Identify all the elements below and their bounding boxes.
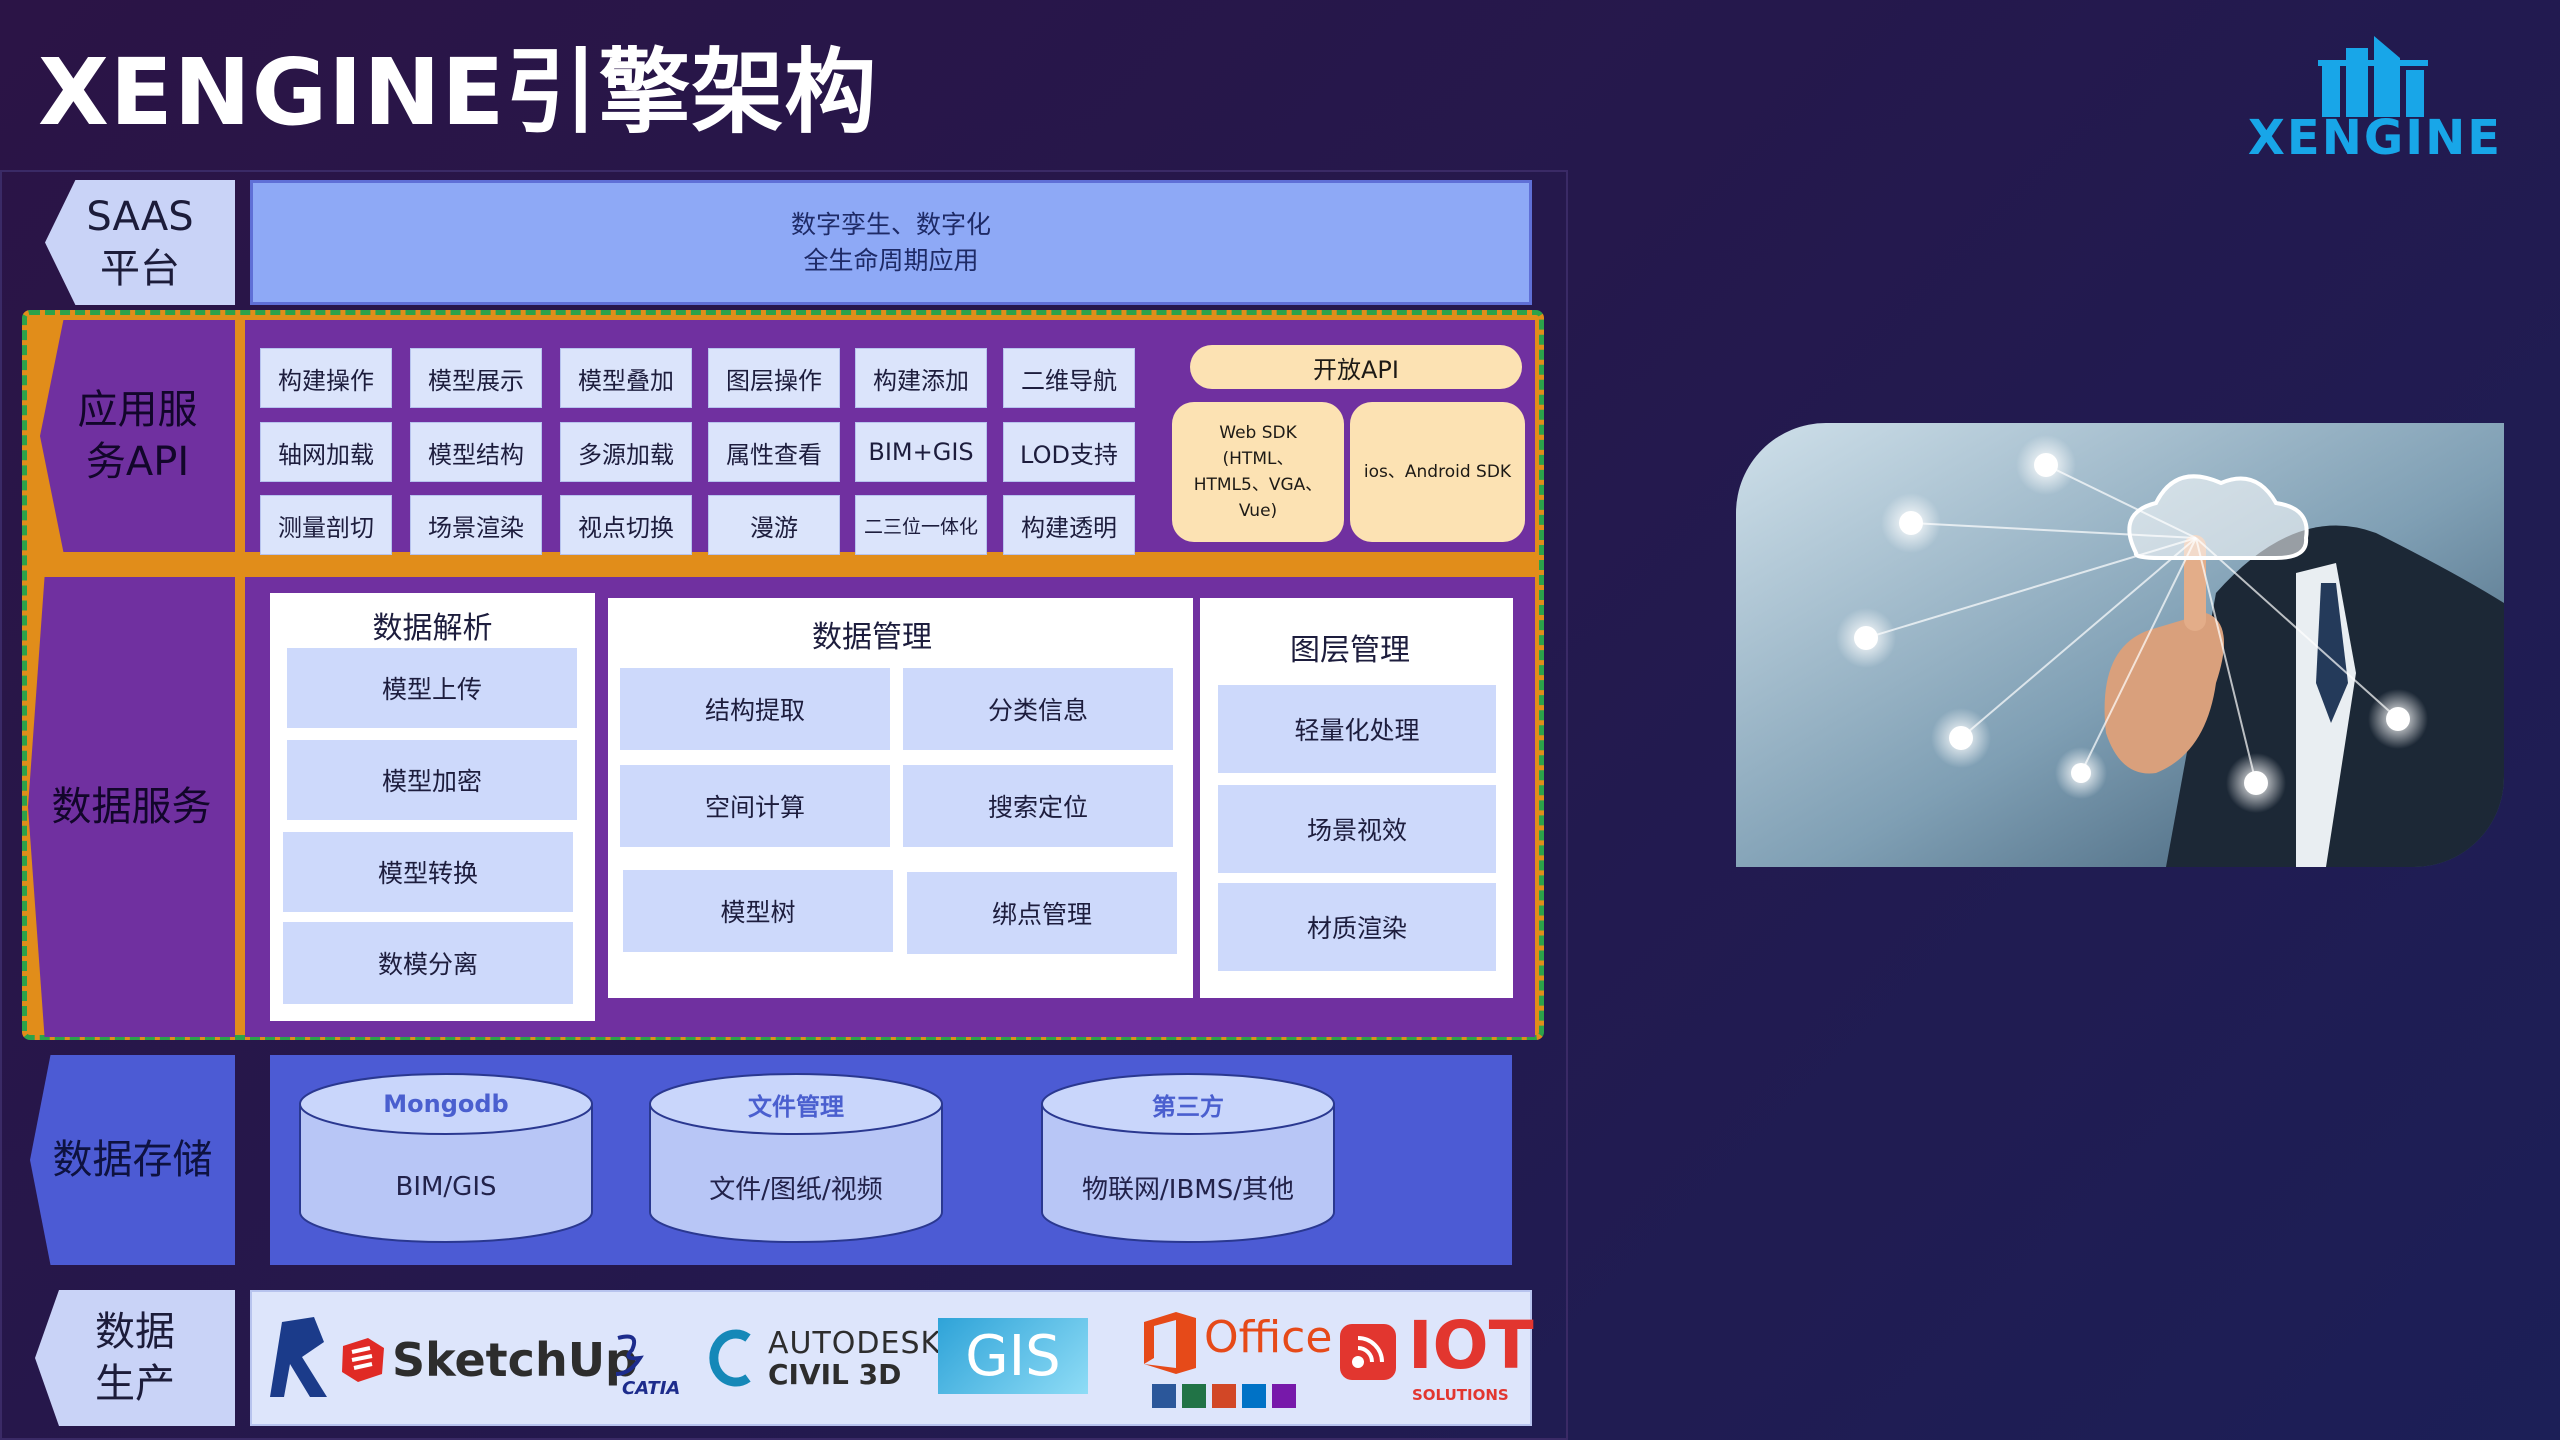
- database-body-label: 物联网/IBMS/其他: [1082, 1174, 1294, 1205]
- civil3d-wordmark: CIVIL 3D: [768, 1358, 902, 1391]
- api-op-button: 场景渲染: [410, 495, 542, 555]
- api-op-button: 二三位一体化: [855, 495, 987, 555]
- service-layer-label: 数据服务: [28, 577, 235, 1037]
- database-cylinder: 第三方 物联网/IBMS/其他: [1040, 1072, 1336, 1247]
- storage-layer-label: 数据存储: [30, 1055, 235, 1265]
- autodesk-wordmark: AUTODESK: [768, 1326, 942, 1361]
- database-cylinder: 文件管理 文件/图纸/视频: [648, 1072, 944, 1247]
- outlook-icon: [1242, 1384, 1266, 1408]
- production-layer-label: 数据 生产: [35, 1290, 235, 1426]
- iot-subtitle: SOLUTIONS: [1412, 1386, 1509, 1404]
- revit-logo-icon: [270, 1317, 327, 1397]
- saas-layer-label: SAAS 平台: [45, 180, 235, 305]
- web-sdk-line: Vue): [1238, 501, 1278, 521]
- cloud-touch-photo: [1736, 423, 2504, 867]
- office-logo-icon: [1144, 1312, 1196, 1374]
- gis-wordmark: GIS: [965, 1323, 1061, 1389]
- civil3d-logo-icon: [709, 1329, 751, 1387]
- api-op-button: 模型结构: [410, 422, 542, 482]
- database-top-label: 第三方: [1152, 1092, 1224, 1121]
- architecture-frame: [0, 170, 1568, 1440]
- layer-manage-item: 轻量化处理: [1218, 685, 1496, 773]
- sketchup-wordmark: SketchUp: [392, 1333, 638, 1387]
- api-label-line: 应用服: [77, 387, 198, 433]
- onenote-icon: [1272, 1384, 1296, 1408]
- database-body-label: 文件/图纸/视频: [709, 1174, 883, 1205]
- cloud-network-illustration: [1736, 423, 2504, 867]
- saas-label-line: 平台: [100, 245, 180, 292]
- layer-manage-item: 材质渲染: [1218, 883, 1496, 971]
- web-sdk-box: Web SDK (HTML、 HTML5、VGA、 Vue): [1172, 402, 1344, 542]
- gis-logo: GIS: [938, 1318, 1088, 1394]
- sketchup-logo-icon: [342, 1338, 384, 1382]
- layer-manage-title: 图层管理: [1290, 633, 1410, 668]
- saas-platform-box: 数字孪生、数字化 全生命周期应用: [250, 180, 1532, 305]
- api-layer-label: 应用服 务API: [40, 320, 235, 552]
- api-op-button: 轴网加载: [260, 422, 392, 482]
- production-band: [250, 1290, 1532, 1426]
- layer-manage-item: 场景视效: [1218, 785, 1496, 873]
- data-parse-title: 数据解析: [372, 611, 493, 646]
- web-sdk-line: Web SDK: [1219, 423, 1297, 443]
- database-icon: [1041, 1073, 1335, 1243]
- api-op-button: 模型展示: [410, 348, 542, 408]
- office-wordmark: Office: [1204, 1312, 1333, 1363]
- saas-label-line: SAAS: [86, 193, 194, 240]
- iot-wordmark: IOT: [1408, 1307, 1534, 1384]
- database-top-label: 文件管理: [748, 1092, 844, 1121]
- api-op-button: 测量剖切: [260, 495, 392, 555]
- data-manage-item: 模型树: [623, 870, 893, 952]
- catia-wordmark: CATIA: [622, 1378, 681, 1399]
- production-label-line: 数据: [95, 1309, 175, 1355]
- database-icon: [649, 1073, 943, 1243]
- data-manage-item: 空间计算: [620, 765, 890, 847]
- api-op-button: 多源加载: [560, 422, 692, 482]
- web-sdk-line: (HTML、: [1222, 449, 1294, 469]
- office-app-icons: [1152, 1384, 1312, 1410]
- api-op-button: LOD支持: [1003, 422, 1135, 482]
- api-op-button: 构建添加: [855, 348, 987, 408]
- saas-line: 数字孪生、数字化: [790, 209, 991, 239]
- api-op-button: 漫游: [708, 495, 840, 555]
- saas-line: 全生命周期应用: [803, 245, 979, 275]
- page-title: XENGINE引擎架构: [38, 39, 878, 146]
- production-label-line: 生产: [95, 1361, 175, 1407]
- api-op-button: 属性查看: [708, 422, 840, 482]
- api-op-button: 二维导航: [1003, 348, 1135, 408]
- data-parse-item: 模型加密: [287, 740, 577, 820]
- data-manage-item: 搜索定位: [903, 765, 1173, 847]
- open-api-title: 开放API: [1190, 345, 1522, 389]
- database-cylinder: Mongodb BIM/GIS: [298, 1072, 594, 1247]
- catia-logo-icon: [615, 1334, 644, 1376]
- api-op-button: 构建透明: [1003, 495, 1135, 555]
- logo-wordmark: XENGINE: [2248, 110, 2502, 160]
- database-body-label: BIM/GIS: [395, 1172, 497, 1202]
- iot-logo-icon: [1340, 1324, 1396, 1380]
- database-icon: [299, 1073, 593, 1243]
- building-logo-icon: XENGINE: [2248, 36, 2502, 166]
- xengine-logo: XENGINE: [2210, 30, 2540, 166]
- excel-icon: [1182, 1384, 1206, 1408]
- data-manage-item: 绑点管理: [907, 872, 1177, 954]
- mobile-sdk-box: ios、Android SDK: [1350, 402, 1525, 542]
- data-parse-item: 模型转换: [283, 832, 573, 912]
- data-parse-item: 数模分离: [283, 922, 573, 1004]
- api-op-button: BIM+GIS: [855, 422, 987, 482]
- api-label-line: 务API: [85, 439, 190, 485]
- api-op-button: 视点切换: [560, 495, 692, 555]
- powerpoint-icon: [1212, 1384, 1236, 1408]
- word-icon: [1152, 1384, 1176, 1408]
- api-op-button: 构建操作: [260, 348, 392, 408]
- api-op-button: 模型叠加: [560, 348, 692, 408]
- web-sdk-line: HTML5、VGA、: [1193, 475, 1323, 495]
- api-op-button: 图层操作: [708, 348, 840, 408]
- data-manage-item: 结构提取: [620, 668, 890, 750]
- data-parse-item: 模型上传: [287, 648, 577, 728]
- data-manage-title: 数据管理: [812, 620, 932, 655]
- data-manage-item: 分类信息: [903, 668, 1173, 750]
- database-top-label: Mongodb: [383, 1090, 509, 1118]
